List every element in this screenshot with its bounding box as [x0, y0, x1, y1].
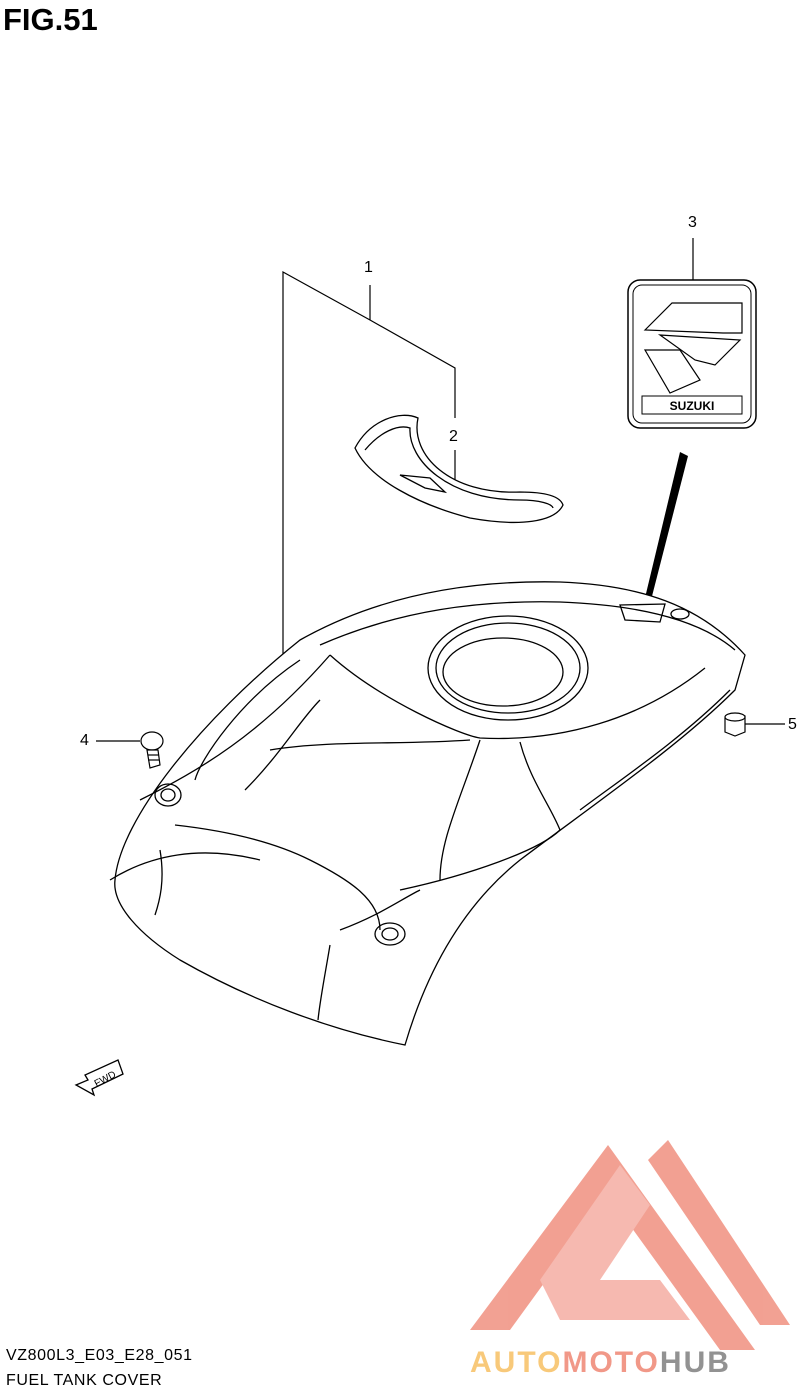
- tank-pad-part: [354, 414, 564, 524]
- suzuki-emblem-part: [627, 279, 757, 429]
- callout-label-1: 1: [364, 259, 373, 276]
- forward-direction-arrow: FWD: [74, 1059, 124, 1097]
- fuel-tank-cover-part: [109, 581, 746, 1046]
- emblem-text: SUZUKI: [670, 399, 715, 413]
- model-code: VZ800L3_E03_E28_051: [6, 1347, 193, 1364]
- diagram-caption: FUEL TANK COVER: [6, 1372, 163, 1389]
- callout-label-5: 5: [788, 716, 797, 733]
- emblem-placement-pointer: [644, 452, 688, 604]
- watermark-part-auto: AUTO: [470, 1346, 563, 1379]
- callout-label-3: 3: [688, 214, 697, 231]
- watermark-wordmark: AUTOMOTOHUB: [470, 1346, 731, 1380]
- watermark-logo: [470, 1140, 790, 1350]
- grommet-part: [724, 712, 746, 737]
- callout-label-2: 2: [449, 428, 458, 445]
- figure-title: FIG.51: [3, 2, 98, 37]
- screw-part: [140, 731, 164, 769]
- watermark-part-moto: MOTO: [562, 1346, 660, 1379]
- callout-label-4: 4: [80, 732, 89, 749]
- watermark-part-hub: HUB: [659, 1346, 731, 1379]
